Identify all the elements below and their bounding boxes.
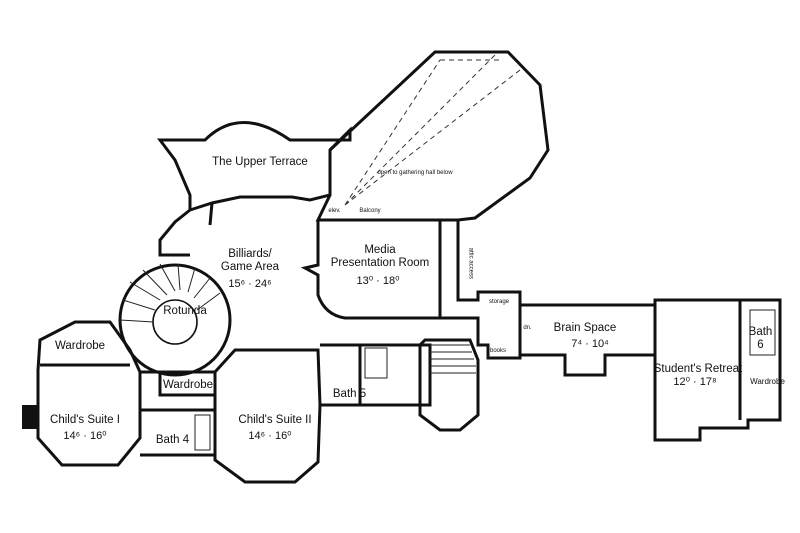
brain-space-dimensions: 7⁴ · 10⁴ [571,338,609,350]
bath-5-label: Bath 5 [332,388,367,400]
billiards-dimensions: 15⁶ · 24⁶ [228,278,272,290]
balcony-label: Balcony [359,208,381,214]
brain-space-label: Brain Space [553,322,617,334]
spiral-stair [119,263,221,323]
bath-6-label: Bath 6 [748,326,773,351]
rotunda-label: Rotunda [163,305,207,317]
students-retreat-walls [653,298,782,442]
bath5-walls [320,343,432,407]
shower-bath-5 [364,347,388,379]
childs-suite-2-label: Child's Suite II [238,414,312,426]
tub-bath-4 [194,414,211,451]
books-label: books [489,348,506,354]
wardrobe-center-label: Wardrobe [162,379,214,391]
billiards-label: Billiards/ Game Area [220,248,280,273]
open-below-note: open to gathering hall below [377,170,453,176]
bath-4-label: Bath 4 [155,434,190,446]
dn-label: dn. [523,325,532,331]
students-retreat-dimensions: 12⁰ · 17⁸ [673,376,717,388]
upper-terrace-walls [157,121,352,213]
childs-suite-2-walls [213,348,322,484]
elev-label: elev. [328,208,341,214]
wardrobe-left-label: Wardrobe [54,340,106,352]
students-retreat-label: Student's Retreat [653,363,743,375]
upper-terrace-label: The Upper Terrace [212,156,308,168]
ceiling-diagonal-lines [344,54,521,206]
media-label: Media Presentation Room [330,244,430,269]
storage-label: storage [488,299,509,305]
left-bay-window [22,405,38,429]
rotunda-outer [118,263,232,377]
core-walls [158,202,522,360]
childs-suite-1-label: Child's Suite I [50,414,120,426]
stair-treads [430,344,476,374]
childs-suite-1-dimensions: 14⁶ · 16⁰ [63,430,107,442]
media-tower-walls [315,50,550,222]
stair-tower-walls [418,338,480,432]
tub-bath-6 [749,309,776,356]
media-dimensions: 13⁰ · 18⁰ [356,275,400,287]
wardrobe-retreat-label: Wardrobe [750,377,785,386]
childs-suite-2-dimensions: 14⁶ · 16⁰ [248,430,292,442]
attic-access-label: attic access [467,247,474,279]
